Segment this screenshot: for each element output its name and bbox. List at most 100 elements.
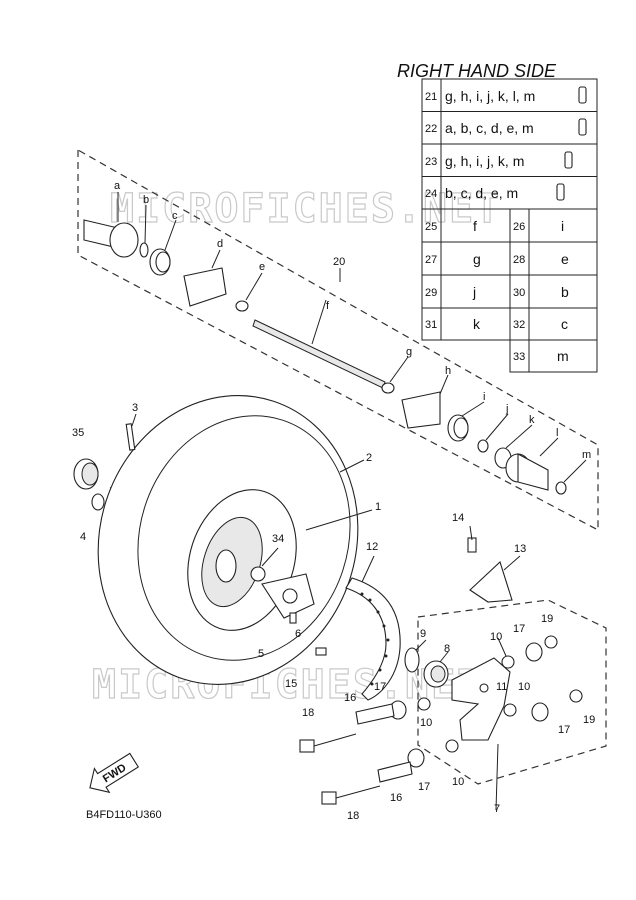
callout-19b: 19: [583, 714, 595, 726]
svg-text:g: g: [473, 251, 481, 267]
callout-j: j: [505, 403, 508, 415]
callout-35: 35: [72, 427, 84, 439]
kit-row-22: 22 a, b, c, d, e, m: [425, 118, 587, 136]
bolt-14[interactable]: [467, 537, 477, 553]
callout-h: h: [445, 365, 451, 377]
bracket-13[interactable]: [469, 561, 513, 603]
clip-m[interactable]: [555, 481, 567, 495]
bushing-10d[interactable]: [445, 739, 459, 753]
nut-4[interactable]: [91, 493, 105, 511]
callout-10b: 10: [420, 717, 432, 729]
svg-text:g, h, i, j, k, l, m: g, h, i, j, k, l, m: [445, 88, 535, 104]
svg-text:b, c, d, e, m: b, c, d, e, m: [445, 185, 518, 201]
band-c[interactable]: [149, 248, 171, 276]
band-i[interactable]: [447, 414, 469, 442]
svg-text:k: k: [473, 316, 481, 332]
callout-e: e: [259, 261, 265, 273]
svg-text:30: 30: [513, 287, 525, 299]
svg-text:g, h, i, j, k, m: g, h, i, j, k, m: [445, 153, 524, 169]
callout-9: 9: [420, 628, 426, 640]
kit-row-23: 23 g, h, i, j, k, m: [425, 151, 573, 169]
callouts: a b c d e 20 f g h i j k l m 3 35 2 1 4 …: [72, 180, 595, 822]
nut-35[interactable]: [73, 458, 99, 490]
callout-20: 20: [333, 256, 345, 268]
bolt-18b[interactable]: [321, 785, 381, 805]
band-g[interactable]: [381, 382, 395, 394]
callout-16b: 16: [390, 792, 402, 804]
callout-3: 3: [132, 402, 138, 414]
svg-text:a, b, c, d, e, m: a, b, c, d, e, m: [445, 120, 534, 136]
callout-i: i: [483, 391, 485, 403]
bushing-10b[interactable]: [417, 697, 431, 711]
callout-11: 11: [496, 681, 507, 693]
collar-17d[interactable]: [407, 748, 425, 768]
sleeve-16b[interactable]: [377, 761, 413, 783]
bolt-6[interactable]: [289, 612, 297, 624]
collar-17a[interactable]: [525, 642, 543, 662]
bolt-15[interactable]: [315, 647, 327, 656]
cv-joint-inner[interactable]: [505, 453, 549, 491]
nut-19a[interactable]: [544, 635, 558, 649]
knuckle-assembly-outline: [417, 599, 607, 785]
svg-text:25: 25: [425, 221, 437, 233]
sleeve-16a[interactable]: [355, 703, 395, 725]
callout-18a: 18: [302, 707, 314, 719]
callout-8: 8: [444, 643, 450, 655]
boot-h[interactable]: [401, 391, 441, 429]
callout-19a: 19: [541, 613, 553, 625]
callout-4: 4: [80, 531, 86, 543]
svg-text:i: i: [561, 218, 564, 234]
title: RIGHT HAND SIDE: [397, 61, 557, 81]
band-e[interactable]: [235, 300, 249, 312]
callout-10a: 10: [490, 631, 502, 643]
collar-17b[interactable]: [531, 702, 549, 722]
callout-2: 2: [366, 452, 372, 464]
bolt-18a[interactable]: [299, 733, 357, 753]
callout-17c: 17: [374, 681, 386, 693]
spacer-34[interactable]: [250, 566, 266, 582]
grease-nipple-11[interactable]: [479, 683, 489, 693]
callout-16a: 16: [344, 692, 356, 704]
circlip-b[interactable]: [139, 242, 149, 258]
bushing-10c[interactable]: [503, 703, 517, 717]
callout-15: 15: [285, 678, 297, 690]
callout-17a: 17: [513, 623, 525, 635]
callout-10c: 10: [518, 681, 530, 693]
fwd-arrow: FWD: [89, 752, 140, 794]
pair-row-1: 25 f 26 i: [425, 218, 564, 234]
circlip-j[interactable]: [477, 439, 489, 453]
svg-text:27: 27: [425, 254, 437, 266]
knuckle[interactable]: [451, 657, 511, 741]
valve-3[interactable]: [125, 423, 136, 451]
svg-text:21: 21: [425, 91, 437, 103]
svg-text:33: 33: [513, 351, 525, 363]
callout-17d: 17: [418, 781, 430, 793]
axle-shaft-f[interactable]: [252, 319, 386, 389]
callout-34: 34: [272, 533, 284, 545]
svg-text:j: j: [472, 284, 476, 300]
svg-text:31: 31: [425, 319, 437, 331]
callout-a: a: [114, 180, 121, 192]
svg-text:23: 23: [425, 156, 437, 168]
callout-13: 13: [514, 543, 526, 555]
circlip-9[interactable]: [404, 647, 420, 673]
callout-18b: 18: [347, 810, 359, 822]
grease-tube-icon: [578, 86, 587, 104]
kit-table: [421, 78, 598, 373]
bearing-8[interactable]: [423, 660, 449, 688]
wheel-hub[interactable]: [261, 573, 315, 619]
bushing-10a[interactable]: [501, 655, 515, 669]
callout-k: k: [529, 414, 535, 426]
svg-text:24: 24: [425, 188, 437, 200]
nut-19b[interactable]: [569, 689, 583, 703]
callout-f: f: [326, 300, 330, 312]
callout-l: l: [556, 427, 558, 439]
callout-b: b: [143, 194, 149, 206]
boot-d[interactable]: [183, 267, 227, 307]
callout-14: 14: [452, 512, 464, 524]
kit-row-24: 24 b, c, d, e, m: [425, 183, 565, 201]
callout-1: 1: [375, 501, 381, 513]
brake-disc[interactable]: [345, 577, 401, 701]
cv-joint-outer[interactable]: [83, 219, 139, 258]
callout-6: 6: [295, 628, 301, 640]
